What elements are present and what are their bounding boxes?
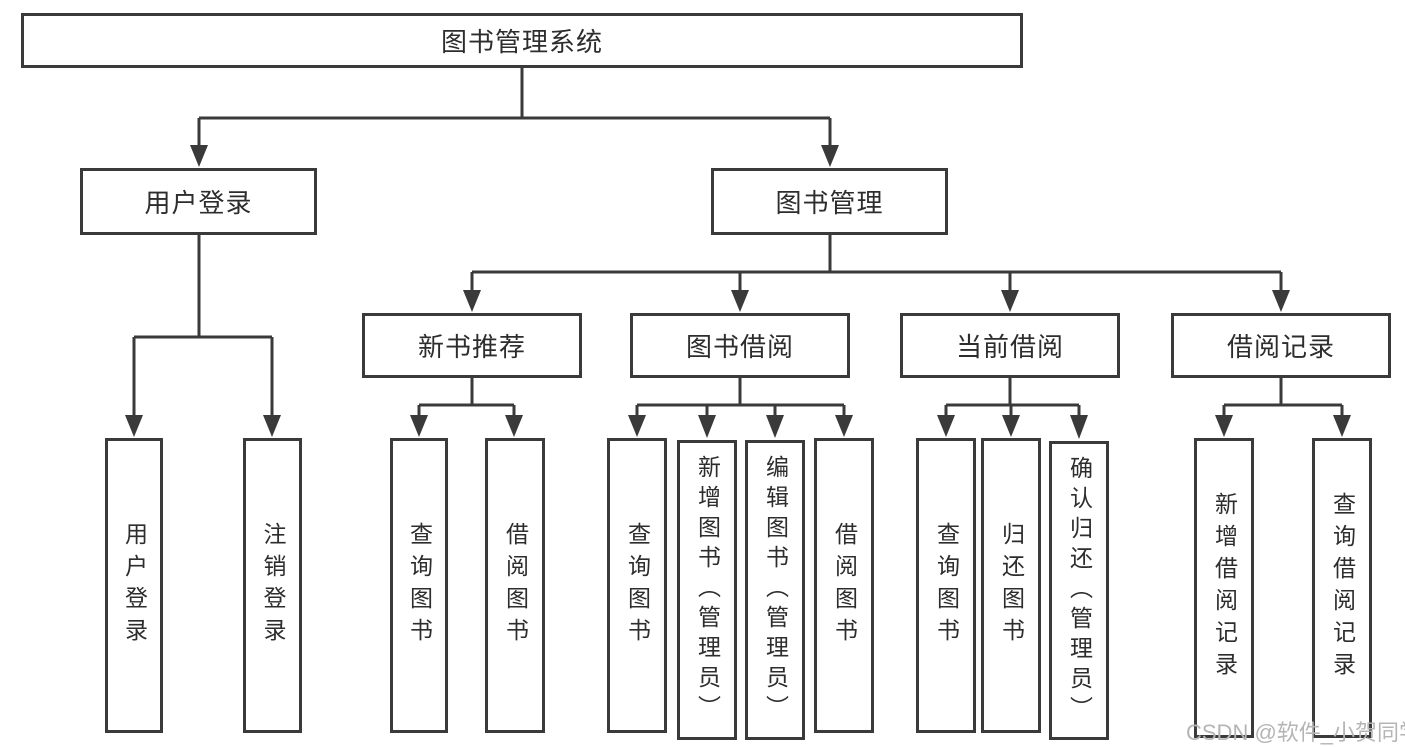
node-book-mgmt-label: 图书管理 [775,188,884,218]
leaf-borrow-add-admin-label: 新增图书（管理员） [694,455,721,725]
leaf-current-confirm-admin-label: 确认归还（管理员） [1066,455,1093,726]
node-new-book: 新书推荐 [362,313,582,378]
leaf-borrow-add-admin: 新增图书（管理员） [677,440,737,740]
leaf-current-confirm-admin: 确认归还（管理员） [1049,441,1109,740]
node-current-borrow: 当前借阅 [900,313,1120,378]
leaf-logout: 注销登录 [243,438,302,733]
node-user-login-label: 用户登录 [144,188,253,218]
node-borrow-record-label: 借阅记录 [1226,332,1335,362]
node-root-label: 图书管理系统 [440,27,603,57]
leaf-current-query-label: 查询图书 [933,521,960,650]
node-book-borrow: 图书借阅 [630,313,850,378]
leaf-current-return: 归还图书 [981,438,1041,733]
leaf-borrow-borrow-label: 借阅图书 [831,521,858,650]
node-root: 图书管理系统 [21,13,1023,68]
connector-new-book-children [410,378,523,437]
leaf-borrow-query: 查询图书 [607,438,667,733]
connector-book-mgmt-children [463,235,1290,312]
watermark: CSDN @软件_小贺同学 [1186,720,1405,745]
connector-book-borrow-children [628,378,853,438]
leaf-newbook-query-label: 查询图书 [406,521,433,650]
leaf-borrow-edit-admin: 编辑图书（管理员） [745,440,805,740]
leaf-newbook-query: 查询图书 [390,438,448,733]
node-new-book-label: 新书推荐 [417,332,526,362]
leaf-newbook-borrow-label: 借阅图书 [502,521,529,650]
leaf-record-query-label: 查询借阅记录 [1329,492,1356,684]
connector-user-login-children [125,235,281,437]
leaf-current-query: 查询图书 [916,438,976,733]
node-book-borrow-label: 图书借阅 [685,332,794,362]
leaf-newbook-borrow: 借阅图书 [485,438,545,733]
node-user-login: 用户登录 [80,168,317,235]
leaf-logout-label: 注销登录 [260,521,286,650]
connector-root-to-level2 [190,68,839,167]
leaf-record-add: 新增借阅记录 [1194,438,1254,738]
node-borrow-record: 借阅记录 [1171,313,1391,378]
leaf-user-login: 用户登录 [105,438,163,733]
leaf-record-add-label: 新增借阅记录 [1211,492,1238,684]
leaf-borrow-edit-admin-label: 编辑图书（管理员） [762,455,789,725]
leaf-record-query: 查询借阅记录 [1312,438,1372,738]
leaf-borrow-query-label: 查询图书 [624,521,651,650]
leaf-borrow-borrow: 借阅图书 [814,438,874,733]
leaf-current-return-label: 归还图书 [998,521,1025,650]
node-book-mgmt: 图书管理 [711,168,948,235]
connector-borrow-record-children [1215,378,1351,437]
node-current-borrow-label: 当前借阅 [955,332,1064,362]
connector-current-borrow-children [937,378,1088,439]
leaf-user-login-label: 用户登录 [121,521,148,650]
